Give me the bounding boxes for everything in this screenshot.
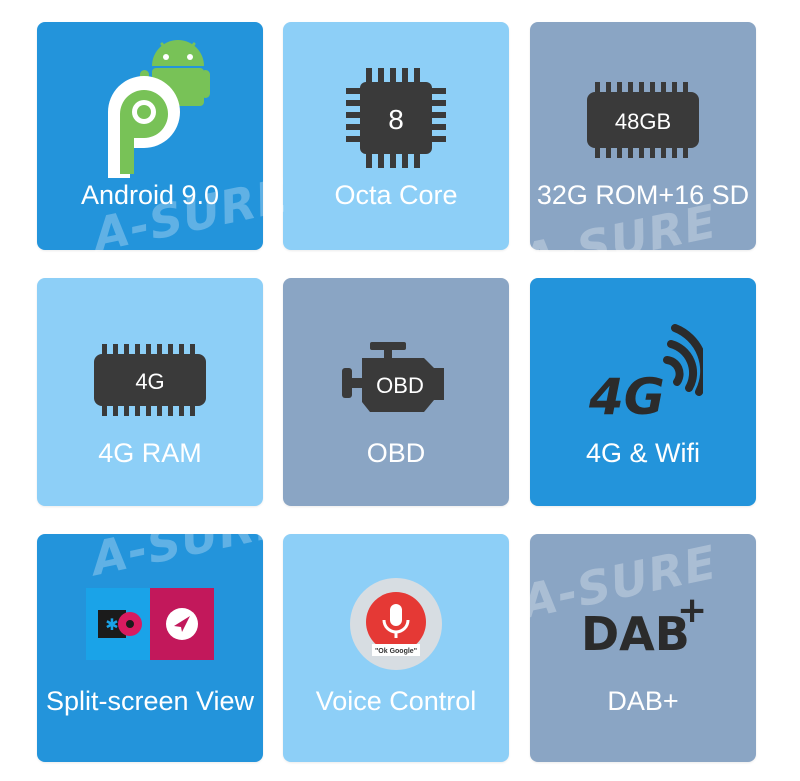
ok-google-text: "Ok Google" [375, 648, 417, 655]
feature-tile-4g-wifi: 4G 4G & Wifi [530, 278, 756, 506]
feature-tile-ram: 4G 4G RAM [37, 278, 263, 506]
tile-label: OBD [366, 438, 426, 468]
engine-icon: OBD [342, 342, 444, 412]
tile-label: Split-screen View [45, 686, 255, 716]
memory-chip-icon: 48GB [587, 82, 699, 158]
dab-logo-plus: + [677, 590, 707, 631]
cpu-chip-icon: 8 [346, 68, 446, 168]
feature-tile-dab: DAB + DAB+ [530, 534, 756, 762]
dab-logo-text: DAB [581, 607, 690, 658]
tile-label: 4G & Wifi [585, 438, 700, 468]
cpu-core-count: 8 [388, 104, 404, 135]
memory-size-text: 48GB [615, 109, 671, 134]
tile-label: 4G RAM [98, 438, 202, 468]
android-pie-icon [108, 40, 210, 178]
svg-text:✱: ✱ [105, 615, 118, 634]
feature-tile-split-screen: ✱ Split-screen View [37, 534, 263, 762]
feature-tile-obd: OBD OBD [283, 278, 509, 506]
microphone-icon: "Ok Google" [350, 578, 442, 670]
tile-label: Android 9.0 [80, 180, 220, 210]
tile-label: Octa Core [334, 180, 458, 210]
split-screen-icon: ✱ [86, 588, 214, 660]
tile-label: DAB+ [607, 686, 679, 716]
feature-tile-octa-core: 8 Octa Core [283, 22, 509, 250]
4g-signal-icon: 4G [588, 324, 703, 424]
feature-tile-voice-control: "Ok Google" Voice Control [283, 534, 509, 762]
feature-tile-android: Android 9.0 [37, 22, 263, 250]
dab-plus-logo: DAB + [581, 590, 707, 658]
tile-label: 32G ROM+16 SD [536, 180, 750, 210]
feature-tile-storage: 48GB 32G ROM+16 SD [530, 22, 756, 250]
ram-size-text: 4G [135, 369, 164, 394]
obd-icon-text: OBD [376, 373, 424, 398]
4g-icon-text: 4G [588, 368, 665, 424]
ram-chip-icon: 4G [94, 344, 206, 416]
tile-label: Voice Control [315, 686, 477, 716]
